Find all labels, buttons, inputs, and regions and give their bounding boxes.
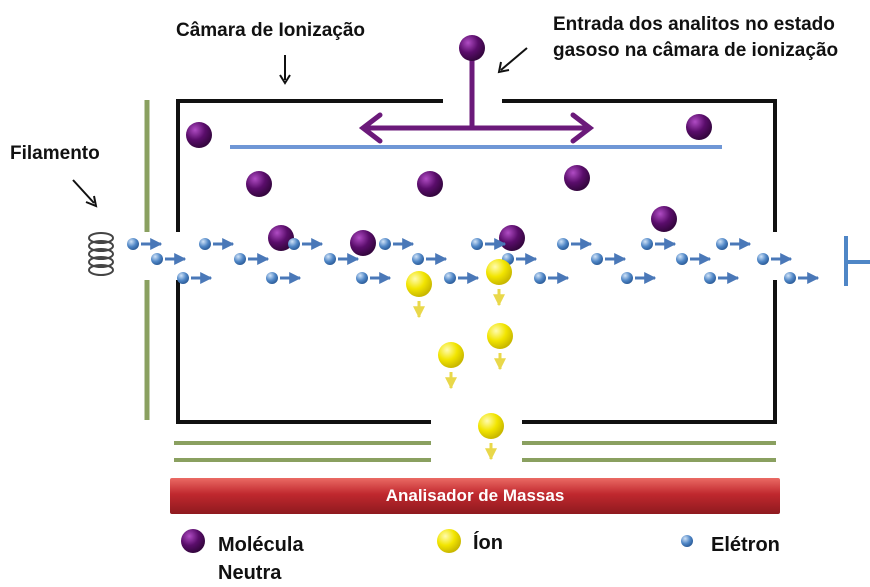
electron: [534, 272, 546, 284]
molecule: [686, 114, 712, 140]
ion-stream: [406, 259, 513, 461]
electron: [379, 238, 391, 250]
legend-electron-label: Elétron: [711, 534, 780, 556]
label-pointer-arrows: [72, 47, 528, 208]
ion: [438, 342, 464, 368]
electron: [704, 272, 716, 284]
molecule: [651, 206, 677, 232]
legend-ion-label: Íon: [473, 532, 503, 554]
electron: [412, 253, 424, 265]
legend-molecule-label: Molécula Neutra: [218, 534, 304, 584]
electron: [288, 238, 300, 250]
electron: [716, 238, 728, 250]
exit-slit-plates: [174, 441, 776, 462]
filament-label: Filamento: [10, 143, 100, 164]
legend-ion-symbol: [437, 529, 461, 553]
legend-molecule-symbol: [181, 529, 205, 553]
electron: [177, 272, 189, 284]
molecule: [417, 171, 443, 197]
molecule: [564, 165, 590, 191]
electron: [127, 238, 139, 250]
collector-bracket-icon: [844, 236, 870, 286]
electron-beam: [127, 238, 820, 284]
electron: [591, 253, 603, 265]
molecule: [268, 225, 294, 251]
electron: [266, 272, 278, 284]
electron: [757, 253, 769, 265]
electron: [621, 272, 633, 284]
inlet-flow-arrow: [358, 57, 595, 144]
ion: [487, 323, 513, 349]
ion: [406, 271, 432, 297]
chamber-label: Câmara de Ionização: [176, 20, 366, 41]
neutral-molecules: [186, 114, 712, 256]
electron: [471, 238, 483, 250]
electron: [356, 272, 368, 284]
ion: [486, 259, 512, 285]
molecule: [186, 122, 212, 148]
electron: [444, 272, 456, 284]
electron: [199, 238, 211, 250]
electron: [151, 253, 163, 265]
inlet-molecule: [459, 35, 485, 61]
electron: [784, 272, 796, 284]
electron: [234, 253, 246, 265]
electron: [676, 253, 688, 265]
electron: [324, 253, 336, 265]
ionization-chamber: [176, 99, 777, 424]
mass-analyzer-bar: [170, 478, 780, 514]
legend-electron-symbol: [681, 535, 693, 547]
electron: [641, 238, 653, 250]
inlet-label: Entrada dos analitos no estado gasoso na…: [553, 14, 839, 61]
coil-icon: [88, 232, 114, 276]
electron: [557, 238, 569, 250]
molecule: [499, 225, 525, 251]
ion: [478, 413, 504, 439]
molecule: [246, 171, 272, 197]
mass-analyzer-label: Analisador de Massas: [385, 486, 565, 505]
molecule: [350, 230, 376, 256]
